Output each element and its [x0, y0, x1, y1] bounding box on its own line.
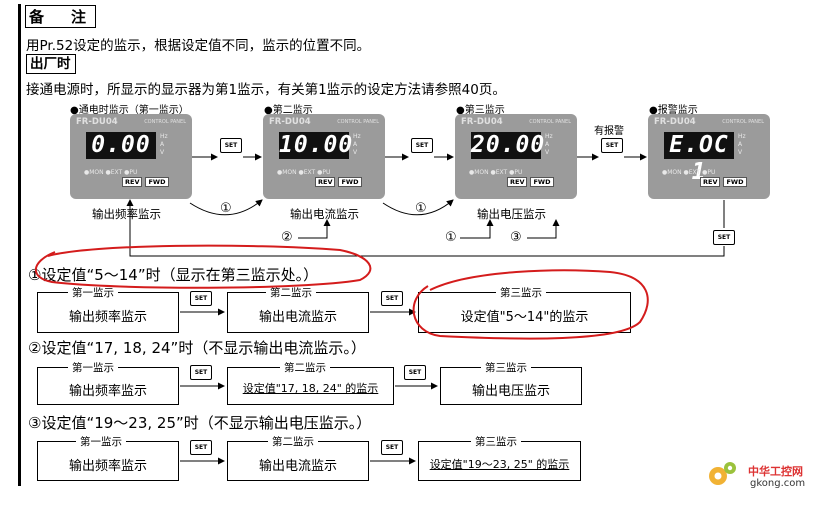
watermark-name: 中华工控网	[748, 465, 803, 478]
monitor-box: 第一监示 输出频率监示	[37, 285, 179, 333]
monitor-box: 第三监示 设定值"19～23, 25" 的监示	[418, 434, 581, 481]
intro-text: 用Pr.52设定的监示，根据设定值不同，监示的位置不同。	[26, 38, 371, 54]
set-button[interactable]: SET	[411, 138, 433, 153]
output-voltage-label: 输出电压监示	[477, 207, 546, 221]
set-button[interactable]: SET	[601, 138, 623, 153]
panel-model: FR-DU04	[654, 117, 696, 127]
setting-3-title: ③设定值“19～23, 25”时（不显示输出电压监示。）	[28, 414, 372, 432]
step-marker: ①	[415, 201, 427, 216]
set-button[interactable]: SET	[190, 365, 212, 380]
set-button[interactable]: SET	[713, 230, 735, 245]
set-button[interactable]: SET	[381, 440, 403, 455]
setting-1-title: ①设定值“5～14”时（显示在第三监示处。）	[28, 266, 319, 284]
caption-third-monitor: ●第三监示	[456, 105, 505, 116]
step-marker: ①	[220, 201, 232, 216]
panel-display: E.OC 1	[664, 132, 734, 185]
monitor-box: 第三监示 输出电压监示	[440, 360, 582, 405]
panel-control-label: CONTROL PANEL	[529, 119, 571, 125]
factory-text: 接通电源时，所显示的显示器为第1监示，有关第1监示的设定方法请参照40页。	[26, 82, 506, 98]
panel-display: 0.00	[86, 132, 156, 159]
gear-logo-icon	[704, 456, 740, 492]
mode-indicators: ●MON ●EXT ●PU	[662, 169, 716, 176]
monitor-box: 第一监示 输出频率监示	[37, 434, 179, 481]
step-marker: ②	[281, 230, 293, 245]
panel-display: 20.00	[471, 132, 546, 159]
panel-model: FR-DU04	[76, 117, 118, 127]
left-margin-bar	[18, 4, 21, 486]
panel-model: FR-DU04	[461, 117, 503, 127]
output-frequency-label: 输出频率监示	[92, 207, 161, 221]
step-marker: ①	[445, 230, 457, 245]
caption-second-monitor: ●第二监示	[264, 105, 313, 116]
alarm-label: 有报警	[594, 126, 624, 137]
caption-alarm-monitor: ●报警监示	[649, 105, 698, 116]
panel-control-label: CONTROL PANEL	[144, 119, 186, 125]
caption-first-monitor: ●通电时监示（第一监示）	[70, 105, 189, 116]
set-button[interactable]: SET	[190, 440, 212, 455]
set-button[interactable]: SET	[220, 138, 242, 153]
monitor-box: 第三监示 设定值"5～14"的监示	[418, 285, 631, 333]
monitor-box: 第二监示 输出电流监示	[227, 285, 369, 333]
mode-indicators: ●MON ●EXT ●PU	[469, 169, 523, 176]
mode-indicators: ●MON ●EXT ●PU	[84, 169, 138, 176]
panel-model: FR-DU04	[269, 117, 311, 127]
set-button[interactable]: SET	[190, 291, 212, 306]
panel-display: 10.00	[279, 132, 354, 159]
monitor-box: 第二监示 设定值"17, 18, 24" 的监示	[227, 360, 394, 405]
monitor-box: 第二监示 输出电流监示	[227, 434, 369, 481]
watermark-url: gkong.com	[750, 478, 806, 489]
mode-indicators: ●MON ●EXT ●PU	[277, 169, 331, 176]
remarks-heading: 备 注	[25, 5, 96, 28]
panel-control-label: CONTROL PANEL	[337, 119, 379, 125]
set-button[interactable]: SET	[404, 365, 426, 380]
monitor-box: 第一监示 输出频率监示	[37, 360, 179, 405]
step-marker: ③	[510, 230, 522, 245]
panel-control-label: CONTROL PANEL	[722, 119, 764, 125]
output-current-label: 输出电流监示	[290, 207, 359, 221]
setting-2-title: ②设定值“17, 18, 24”时（不显示输出电流监示。）	[28, 339, 366, 357]
factory-title: 出厂时	[26, 54, 76, 74]
set-button[interactable]: SET	[381, 291, 403, 306]
